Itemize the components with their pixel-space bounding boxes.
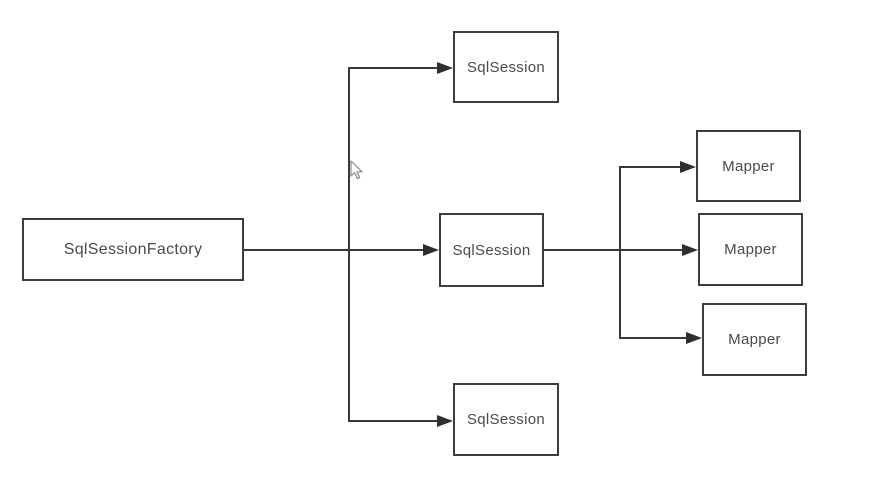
connector-factory-to-middle-session-line <box>244 249 423 251</box>
node-mapper-middle: Mapper <box>698 213 803 286</box>
node-sqlsessionfactory-label: SqlSessionFactory <box>63 240 203 258</box>
node-sqlsession-middle: SqlSession <box>439 213 544 287</box>
node-mapper-top: Mapper <box>696 130 801 202</box>
node-sqlsession-middle-label: SqlSession <box>452 241 531 259</box>
connector-to-top-mapper-line <box>619 166 680 168</box>
node-mapper-middle-label: Mapper <box>724 241 777 258</box>
node-sqlsession-bottom-label: SqlSession <box>466 411 546 428</box>
node-mapper-bottom-label: Mapper <box>728 331 781 348</box>
connector-to-bottom-mapper-line <box>619 337 686 339</box>
arrowhead-into-top-mapper <box>680 161 696 173</box>
connector-to-bottom-session-line <box>348 420 437 422</box>
node-sqlsession-top-label: SqlSession <box>466 58 546 76</box>
node-sqlsession-bottom: SqlSession <box>453 383 559 456</box>
arrowhead-into-top-session <box>437 62 453 74</box>
node-sqlsession-top: SqlSession <box>453 31 559 103</box>
mouse-cursor-icon <box>350 160 363 180</box>
connector-right-trunk-line <box>619 166 621 338</box>
connector-middle-session-to-trunk-line <box>544 249 620 251</box>
node-sqlsessionfactory: SqlSessionFactory <box>22 218 244 281</box>
arrowhead-into-middle-session <box>423 244 439 256</box>
connector-to-middle-mapper-line <box>619 249 682 251</box>
arrowhead-into-bottom-mapper <box>686 332 702 344</box>
arrowhead-into-bottom-session <box>437 415 453 427</box>
node-mapper-bottom: Mapper <box>702 303 807 376</box>
arrowhead-into-middle-mapper <box>682 244 698 256</box>
connector-left-trunk-line <box>348 67 350 422</box>
node-mapper-top-label: Mapper <box>722 157 775 175</box>
connector-to-top-session-line <box>348 67 437 69</box>
